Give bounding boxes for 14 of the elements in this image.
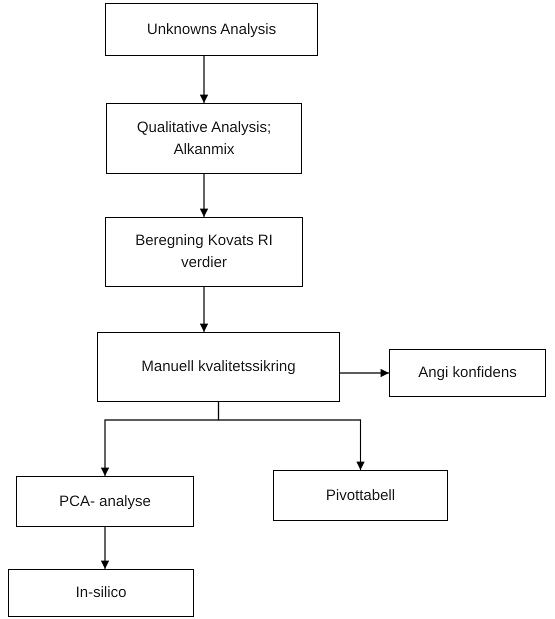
arrow xyxy=(200,174,208,217)
arrow xyxy=(340,368,389,378)
process-box: Unknowns Analysis xyxy=(105,3,318,56)
process-box: Qualitative Analysis; Alkanmix xyxy=(106,103,302,174)
process-box: In-silico xyxy=(8,569,194,617)
arrow xyxy=(218,402,365,470)
process-box: Manuell kvalitetssikring xyxy=(97,332,340,402)
arrow xyxy=(200,287,208,332)
process-box: Pivottabell xyxy=(273,470,448,521)
process-box: PCA- analyse xyxy=(16,476,194,527)
process-box: Angi konfidens xyxy=(389,349,546,397)
arrow xyxy=(200,56,208,103)
arrow xyxy=(100,527,110,569)
process-box: Beregning Kovats RI verdier xyxy=(105,217,303,287)
